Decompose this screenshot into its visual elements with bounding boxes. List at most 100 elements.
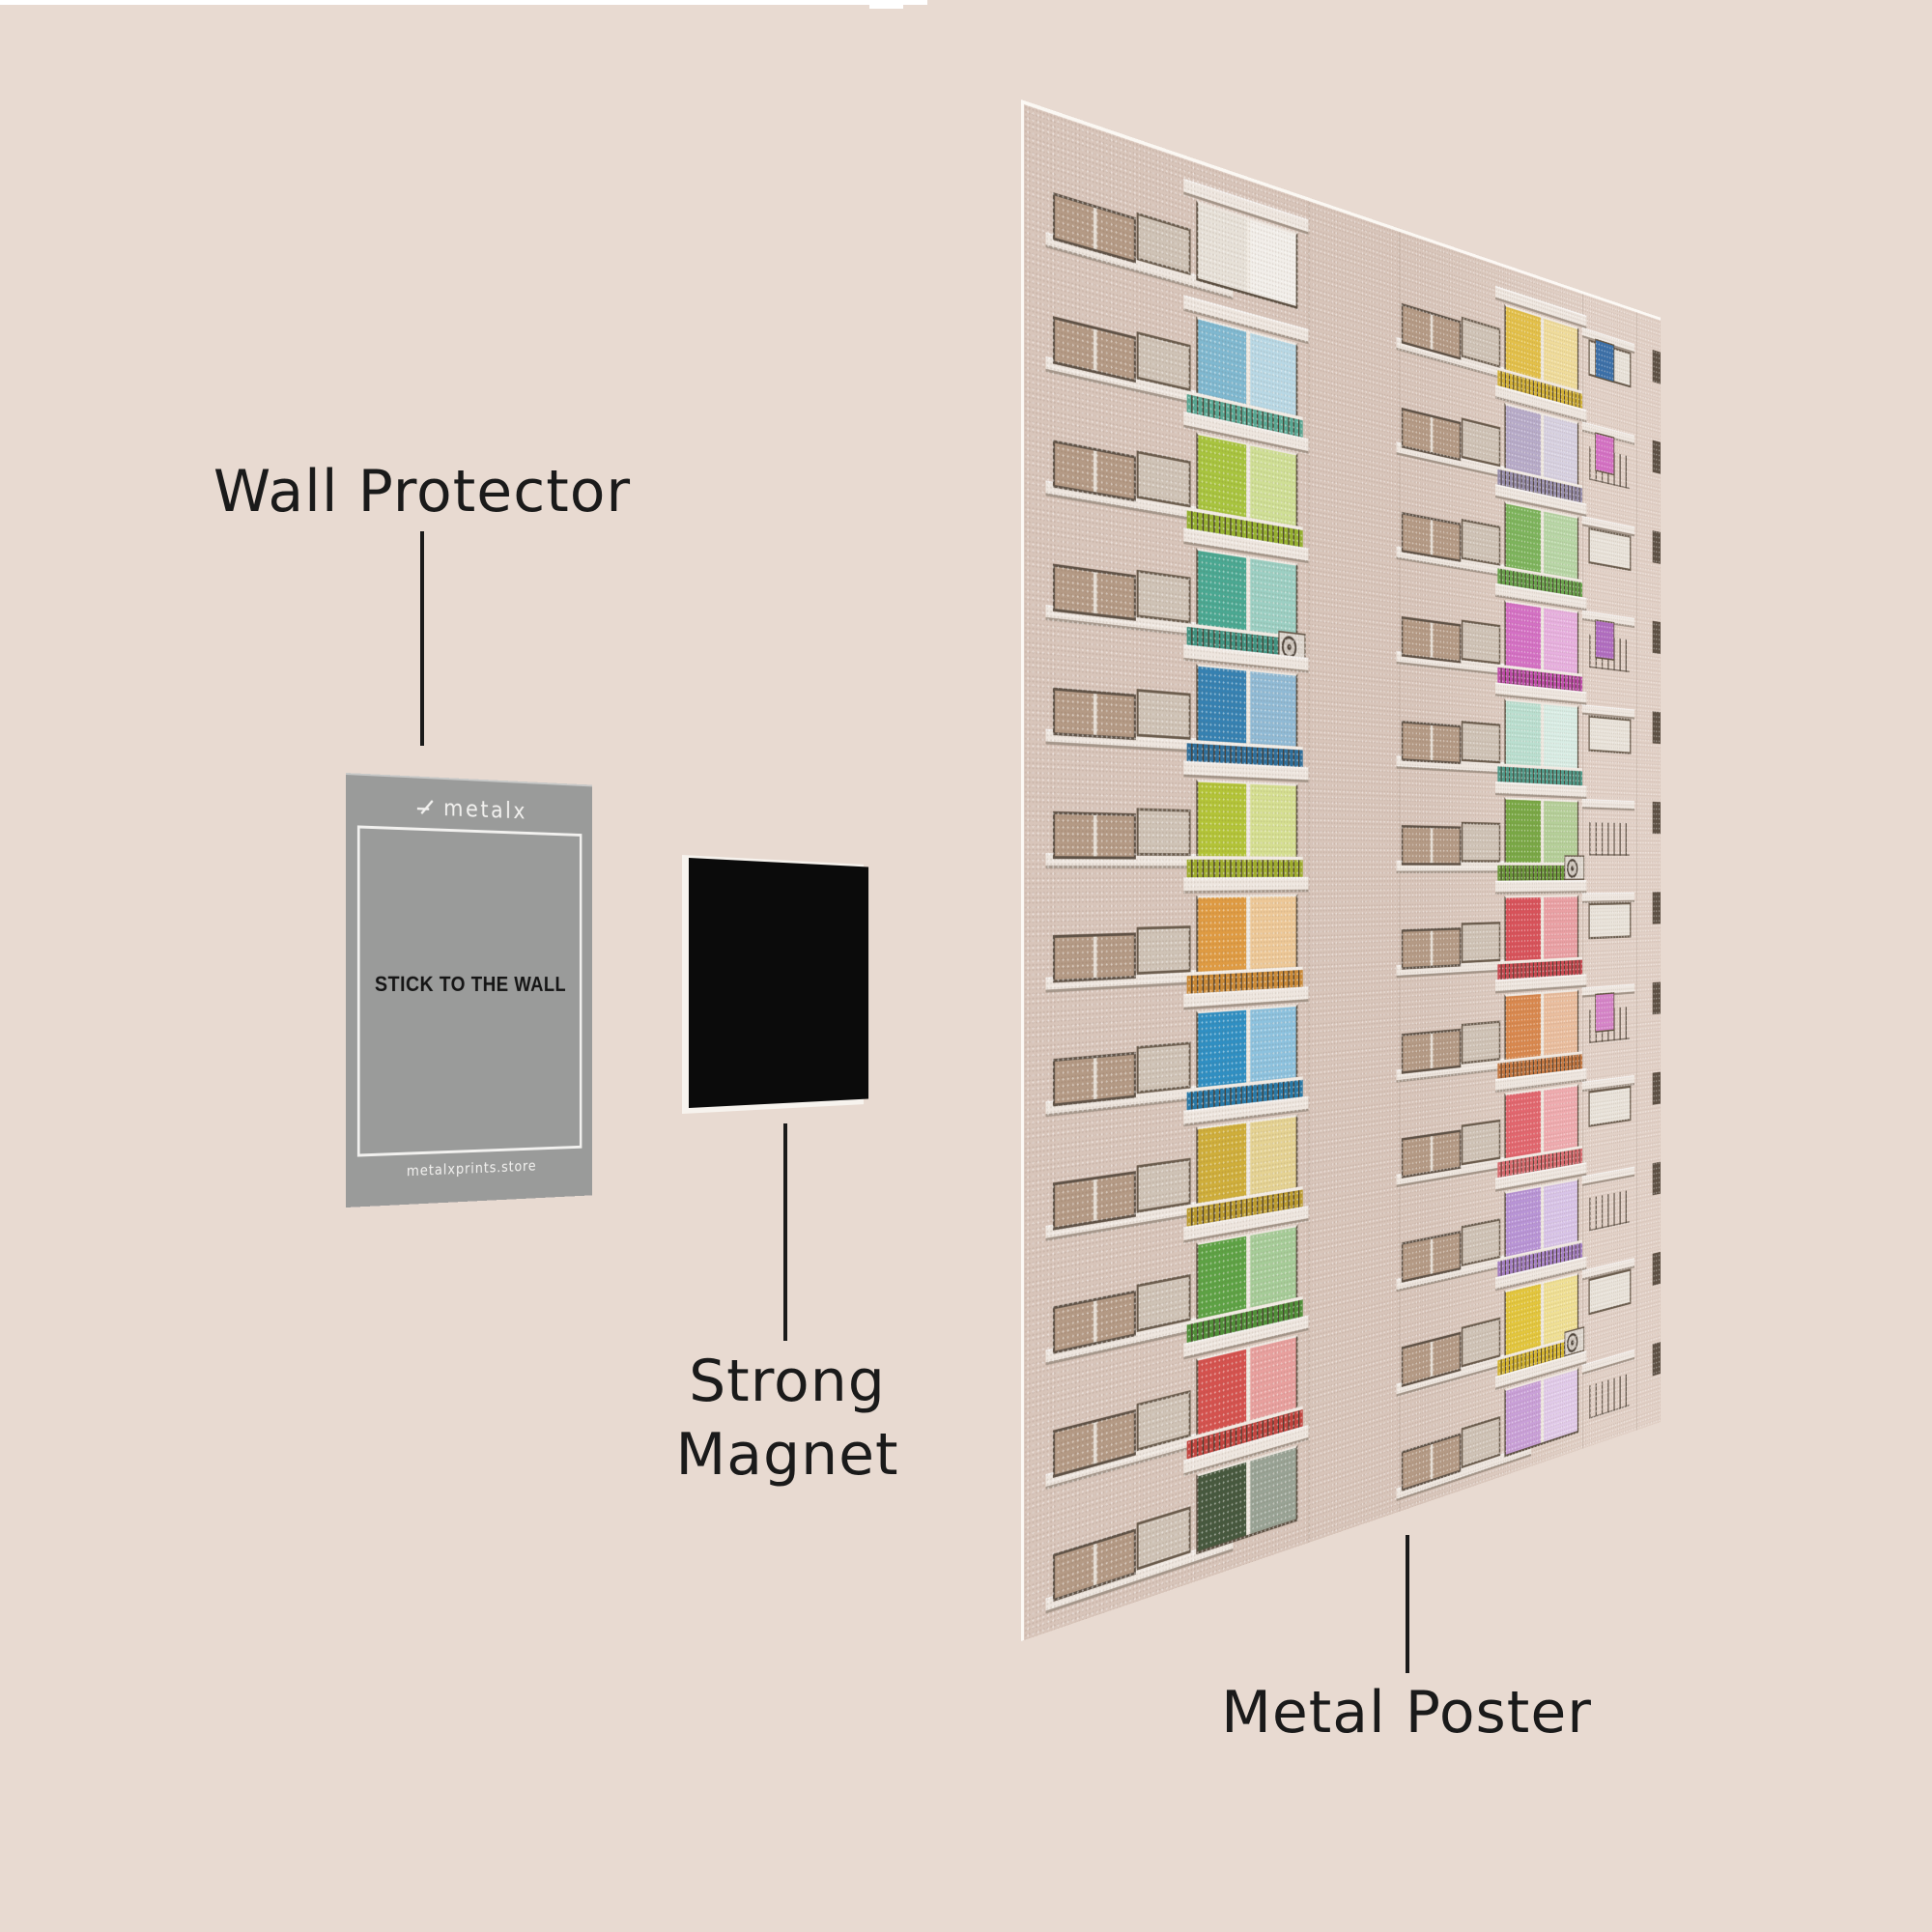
curtain-pane [1250, 1227, 1296, 1309]
accent-side-window [1595, 338, 1615, 384]
wall-protector-pointer-line [420, 531, 424, 746]
curtain-pane [1544, 1180, 1577, 1250]
sill-window-glass [1403, 723, 1431, 760]
pale-window [1136, 689, 1191, 740]
metal-poster [1021, 99, 1661, 1641]
strong-magnet-pointer-line [783, 1123, 787, 1341]
curtain-pane [1544, 1086, 1577, 1153]
curtain-pane [1250, 558, 1296, 638]
brand-logo: metalx [346, 790, 592, 827]
wall-seam [1636, 312, 1637, 1431]
sill-window-pair [1401, 825, 1462, 866]
edge-window-sliver [1652, 1251, 1661, 1286]
sill-window-glass [1433, 725, 1460, 762]
curtain-pane [1250, 895, 1296, 971]
card-instruction-text: STICK TO THE WALL [374, 972, 567, 996]
curtain-pane [1505, 1284, 1542, 1356]
wall-seam [1308, 200, 1310, 1544]
sill-window-glass [1433, 417, 1460, 459]
sill-window-glass [1403, 514, 1431, 555]
sill-window-pair [1052, 810, 1136, 860]
curtain-pane [1250, 332, 1296, 417]
strong-magnet-label-line2: Magnet [675, 1421, 899, 1489]
sill-window-glass [1403, 1034, 1431, 1072]
sill-window-glass [1433, 1031, 1460, 1068]
accent-side-window [1595, 619, 1615, 661]
curtain-pane [1505, 700, 1542, 767]
pale-window [1136, 450, 1191, 508]
sill-window-glass [1433, 1233, 1460, 1274]
curtain-pane [1505, 306, 1542, 381]
edge-window-sliver [1652, 530, 1661, 564]
pale-window [1461, 417, 1501, 468]
edge-window-sliver [1652, 440, 1661, 474]
sill-window-glass [1403, 1238, 1431, 1281]
curtain-pane [1198, 1122, 1247, 1205]
curtain-pane [1198, 551, 1247, 632]
curtain-pane [1198, 203, 1247, 293]
curtain-pane [1505, 994, 1542, 1061]
metal-poster-label: Metal Poster [1221, 1679, 1592, 1747]
side-window [1588, 902, 1632, 940]
sill-window-glass [1403, 1342, 1431, 1385]
apartment-window-left [1196, 663, 1298, 751]
edge-window-sliver [1652, 349, 1661, 384]
sill-window-glass [1055, 936, 1094, 980]
side-sill-slab [1582, 798, 1634, 811]
strong-magnet-label: Strong Magnet [675, 1345, 898, 1492]
sill-window-pair [1052, 932, 1136, 983]
curtain-pane [1544, 1369, 1577, 1442]
curtain-pane [1505, 799, 1542, 864]
sill-window-glass [1055, 690, 1094, 735]
sill-window-glass [1403, 410, 1431, 452]
pale-window [1461, 821, 1501, 863]
wall-protector-card-face: metalx STICK TO THE WALL metalxprints.st… [346, 773, 593, 1208]
curtain-pane [1544, 414, 1577, 486]
curtain-pane [1544, 801, 1577, 864]
curtain-pane [1198, 435, 1247, 519]
wall-protector-card: metalx STICK TO THE WALL metalxprints.st… [346, 773, 593, 1208]
sill-window-glass [1055, 195, 1094, 249]
top-edge-highlight-tail [869, 0, 903, 9]
sill-window-glass [1403, 1444, 1431, 1490]
curtain-pane [1544, 991, 1577, 1057]
side-window [1588, 526, 1632, 572]
sill-window-glass [1055, 1179, 1094, 1228]
curtain-pane [1544, 704, 1577, 769]
sill-window-pair [1052, 687, 1136, 741]
sill-window-pair [1052, 563, 1136, 621]
sill-window-glass [1403, 827, 1431, 864]
sill-window-pair [1401, 1028, 1462, 1074]
curtain-pane [1198, 1462, 1247, 1551]
sill-window-glass [1433, 315, 1460, 357]
curtain-pane [1250, 445, 1296, 527]
sill-window-glass [1403, 618, 1431, 658]
curtain-pane [1198, 1009, 1247, 1089]
sill-window-glass [1433, 828, 1460, 864]
sill-window-glass [1403, 930, 1431, 968]
curtain-pane [1250, 1117, 1296, 1196]
sill-window-glass [1433, 520, 1460, 560]
side-railing [1589, 1373, 1630, 1419]
sill-window-glass [1433, 929, 1460, 966]
sill-window-glass [1096, 572, 1134, 618]
sill-window-glass [1055, 1058, 1094, 1104]
balcony-slab [1494, 879, 1587, 895]
sill-window-glass [1433, 1334, 1460, 1377]
sill-window-glass [1055, 566, 1094, 613]
brand-logo-text: metalx [443, 794, 527, 825]
metal-poster-surface [1021, 99, 1661, 1641]
side-sill-slab [1582, 1166, 1634, 1186]
curtain-pane [1505, 405, 1542, 477]
pale-window [1461, 518, 1501, 566]
curtain-pane [1198, 319, 1247, 406]
edge-window-sliver [1652, 1161, 1661, 1196]
sill-window-glass [1055, 442, 1094, 492]
sill-window-pair [1401, 927, 1462, 970]
accent-side-window [1595, 432, 1615, 476]
curtain-pane [1505, 1187, 1542, 1258]
apartment-window-left [1196, 779, 1298, 861]
curtain-pane [1505, 602, 1542, 670]
apartment-window-right [1504, 895, 1579, 964]
